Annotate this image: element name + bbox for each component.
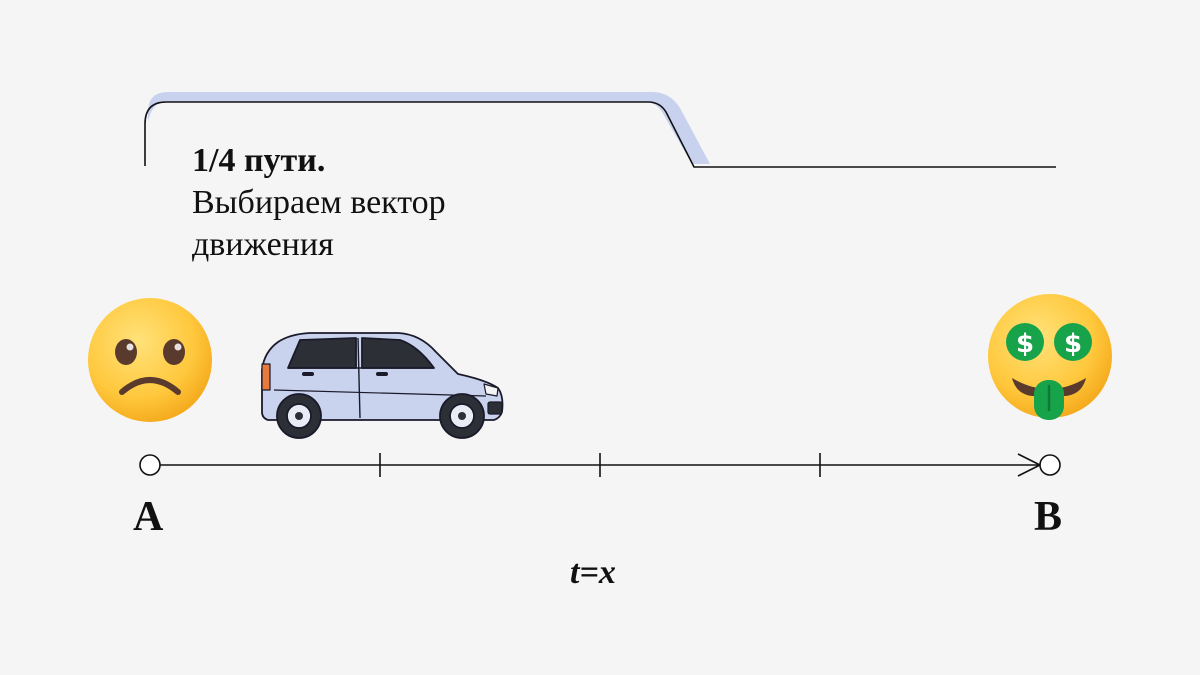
caption-line-1: Выбираем вектор: [192, 184, 446, 221]
car-icon: [261, 332, 504, 439]
timeline: [139, 453, 1061, 477]
caption-headline: 1/4 пути.: [192, 142, 326, 179]
point-b-label: B: [1034, 494, 1063, 540]
worried-face-icon: [88, 298, 212, 422]
header-bracket-line: [144, 101, 1056, 168]
header-accent-band: [148, 92, 710, 164]
timeline-end-point: [1039, 454, 1061, 476]
header-frame: [144, 92, 1056, 168]
car-rear-window: [287, 337, 357, 369]
caption: 1/4 пути. Выбираем вектор движения: [192, 140, 446, 266]
caption-line-2: движения: [192, 226, 334, 263]
svg-text:$: $: [1064, 329, 1082, 359]
time-label: t=x: [570, 554, 616, 591]
money-mouth-face-icon: $ $: [988, 294, 1112, 420]
point-a-label: A: [133, 494, 164, 540]
timeline-start-point: [139, 454, 161, 476]
svg-text:$: $: [1016, 329, 1034, 359]
